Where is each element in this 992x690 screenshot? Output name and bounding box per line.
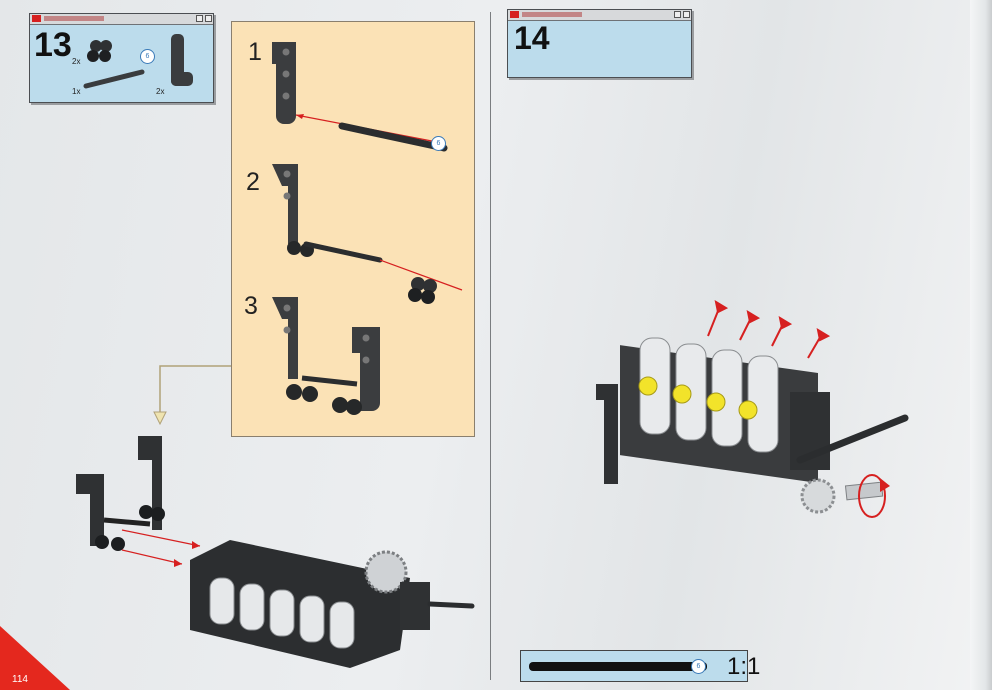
axle-length-badge: 6 [140, 49, 155, 64]
close-button-icon [683, 11, 690, 18]
window-title-text [44, 16, 104, 21]
page-number: 114 [12, 674, 28, 685]
close-button-icon [205, 15, 212, 22]
substeps-panel: 1 2 3 6 [231, 21, 475, 437]
step-13-panel: 13 2x 1x 2x 6 [29, 13, 214, 103]
axle-scale-rod [529, 662, 707, 671]
brand-logo-icon [510, 11, 519, 18]
step-14-panel: 14 [507, 9, 692, 78]
scale-ratio: 1:1 [727, 653, 761, 680]
part-qty-bushing: 2x [72, 57, 81, 66]
minimize-button-icon [196, 15, 203, 22]
window-titlebar [30, 14, 213, 25]
page-corner-tab [0, 626, 70, 690]
brand-logo-icon [32, 15, 41, 22]
step-number: 14 [514, 20, 550, 56]
minimize-button-icon [674, 11, 681, 18]
step-number: 13 [34, 26, 72, 64]
part-qty-axle: 1x [72, 87, 81, 96]
part-qty-lbeam: 2x [156, 87, 165, 96]
substep-label-1: 1 [248, 38, 262, 66]
window-titlebar [508, 10, 691, 21]
window-title-text [522, 12, 582, 17]
axle-length-badge-substep: 6 [431, 136, 446, 151]
scale-reference-box: 6 1:1 [520, 650, 760, 682]
substep-label-3: 3 [244, 292, 258, 320]
page-edge-shading [970, 0, 992, 690]
substeps-art [272, 42, 463, 415]
step-13-assembly-art [76, 365, 475, 668]
parts-list-art [83, 34, 193, 89]
page-divider [490, 12, 491, 680]
substep-label-2: 2 [246, 168, 260, 196]
axle-length-badge-scale: 6 [691, 659, 706, 674]
